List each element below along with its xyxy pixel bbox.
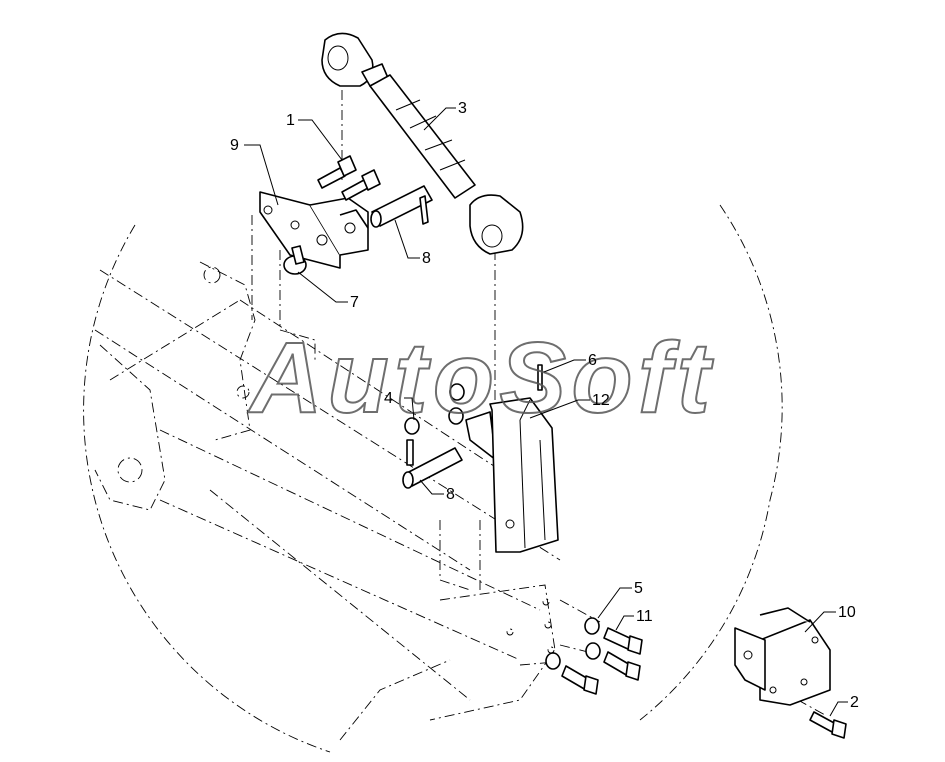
- watermark-text: AutoSoft: [247, 322, 714, 434]
- top-bolts: [317, 155, 381, 201]
- callout-8-top: 8: [422, 250, 431, 267]
- callout-1: 1: [286, 112, 295, 129]
- callout-8-lower: 8: [446, 486, 455, 503]
- washers-and-bolts: [545, 617, 643, 695]
- callout-4: 4: [384, 390, 393, 407]
- callout-3: 3: [458, 100, 467, 117]
- callout-9: 9: [230, 137, 239, 154]
- bracket-part-10: [734, 607, 831, 706]
- callout-labels: 1 2 3 4 5 6 7 8 8 9 10 11 12: [230, 100, 859, 711]
- callout-5: 5: [634, 580, 643, 597]
- hitch-bracket: [259, 191, 369, 269]
- detail-circle: [83, 224, 331, 753]
- leader-lines: [244, 107, 848, 717]
- callout-6: 6: [588, 352, 597, 369]
- lower-pin: [402, 447, 463, 489]
- top-link: [321, 32, 524, 255]
- callout-12: 12: [592, 392, 610, 409]
- callout-7: 7: [350, 294, 359, 311]
- lynch-pin: [283, 245, 307, 275]
- detail-circle-right: [639, 204, 783, 721]
- bolt-part-2: [809, 711, 847, 739]
- drawbar-housing: [465, 397, 559, 553]
- tractor-frame: [94, 261, 561, 741]
- callout-11: 11: [636, 608, 653, 625]
- top-pin: [370, 185, 433, 228]
- callout-2: 2: [850, 694, 859, 711]
- nuts-and-pins: [404, 364, 543, 466]
- callout-10: 10: [838, 604, 856, 621]
